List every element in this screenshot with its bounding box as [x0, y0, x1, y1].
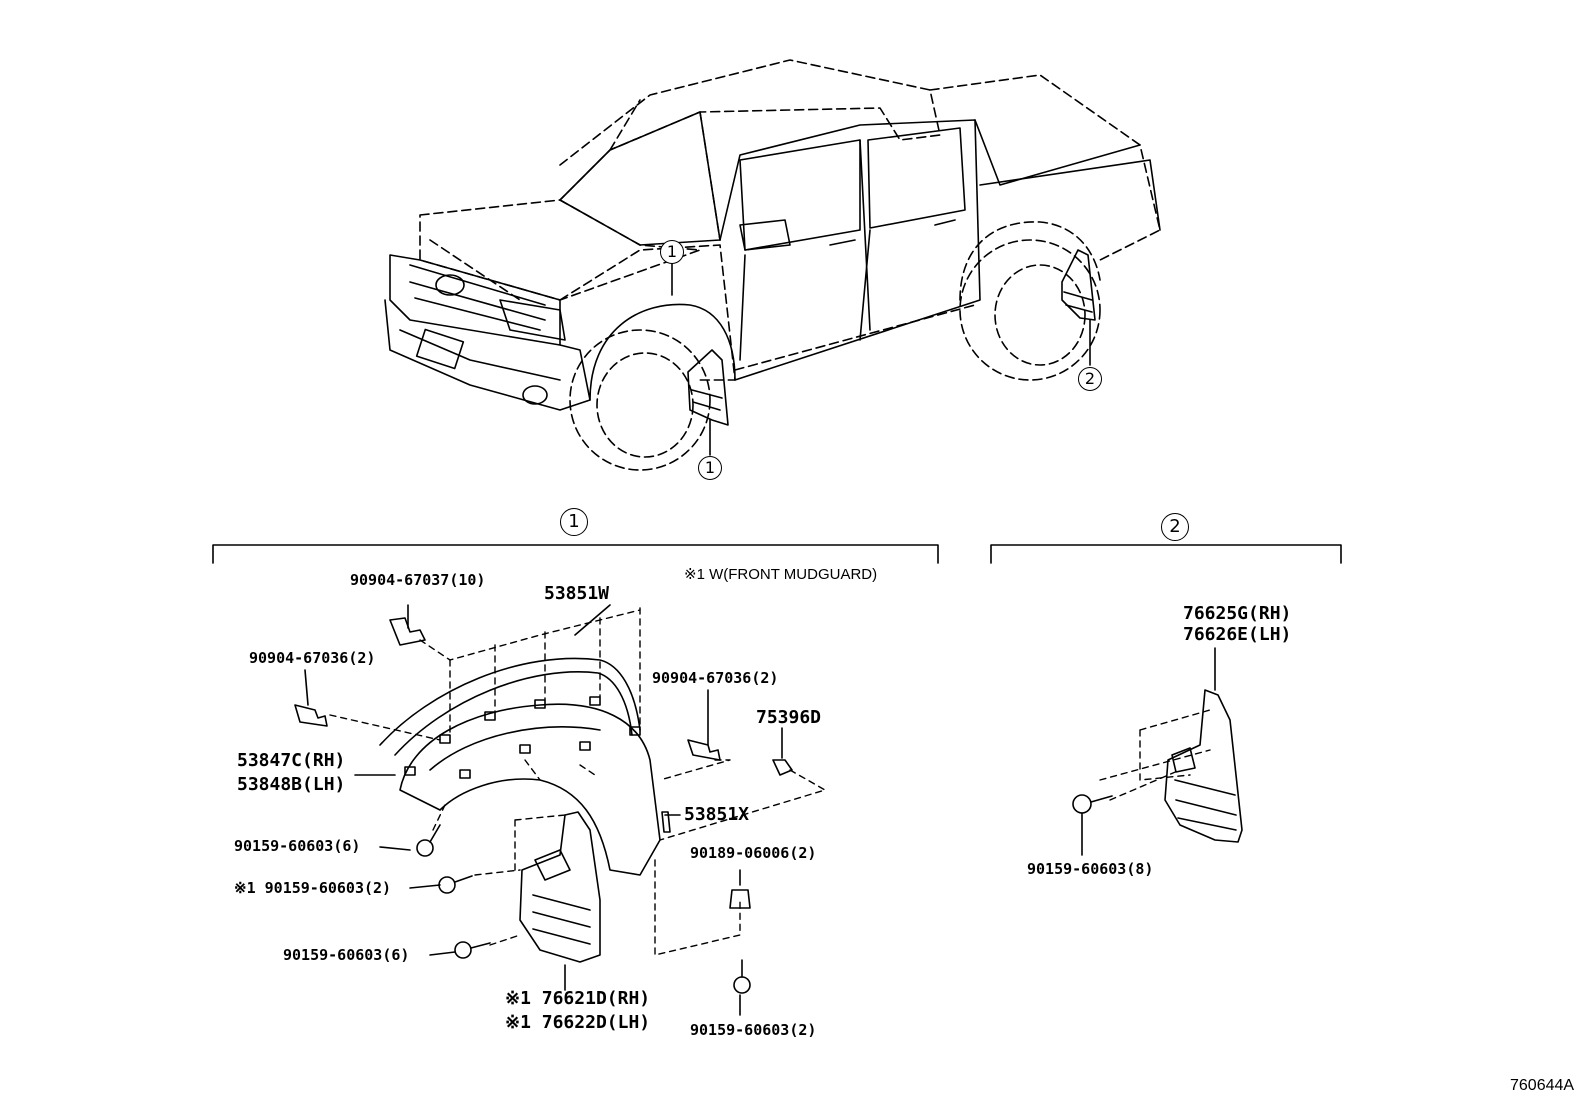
part-label-90159-60603-2a: ※1 90159-60603(2) [234, 879, 392, 897]
part-label-90159-60603-6a: 90159-60603(6) [234, 837, 361, 855]
part-label-90159-60603-2b: 90159-60603(2) [690, 1021, 817, 1039]
part-label-76621D: ※1 76621D(RH) [505, 988, 651, 1009]
part-label-76622D: ※1 76622D(LH) [505, 1012, 651, 1033]
fastener-clips [294, 617, 793, 994]
part-label-75396D: 75396D [756, 707, 822, 728]
front-mudguard-note: ※1 W(FRONT MUDGUARD) [684, 566, 878, 583]
truck-illustration [384, 59, 1161, 471]
part-label-53851W: 53851W [544, 583, 610, 604]
part-label-90159-60603-6b: 90159-60603(6) [283, 946, 410, 964]
callout-1-front-upper: 1 [660, 240, 684, 264]
diagram-id: 760644A [1510, 1077, 1575, 1094]
callout-2-rear: 2 [1078, 367, 1102, 391]
section-1-bracket [212, 544, 939, 564]
part-label-53847C: 53847C(RH) [237, 750, 346, 771]
part-label-53851X: 53851X [684, 804, 750, 825]
part-label-76625G: 76625G(RH) [1183, 603, 1292, 624]
part-label-90904-67036-left: 90904-67036(2) [249, 649, 376, 667]
part-label-90159-60603-8: 90159-60603(8) [1027, 860, 1154, 878]
callout-1-front-lower: 1 [698, 456, 722, 480]
part-label-90904-67037: 90904-67037(10) [350, 571, 486, 589]
section-1-callout: 1 [560, 508, 588, 536]
part-label-76626E: 76626E(LH) [1183, 624, 1292, 645]
part-label-90904-67036-right: 90904-67036(2) [652, 669, 779, 687]
part-label-90189-06006: 90189-06006(2) [690, 844, 817, 862]
section-2-callout: 2 [1161, 513, 1189, 541]
section-2-bracket [990, 544, 1342, 564]
part-label-53848B: 53848B(LH) [237, 774, 346, 795]
section-1-parts [294, 604, 826, 1016]
section-2-parts [1072, 647, 1243, 856]
